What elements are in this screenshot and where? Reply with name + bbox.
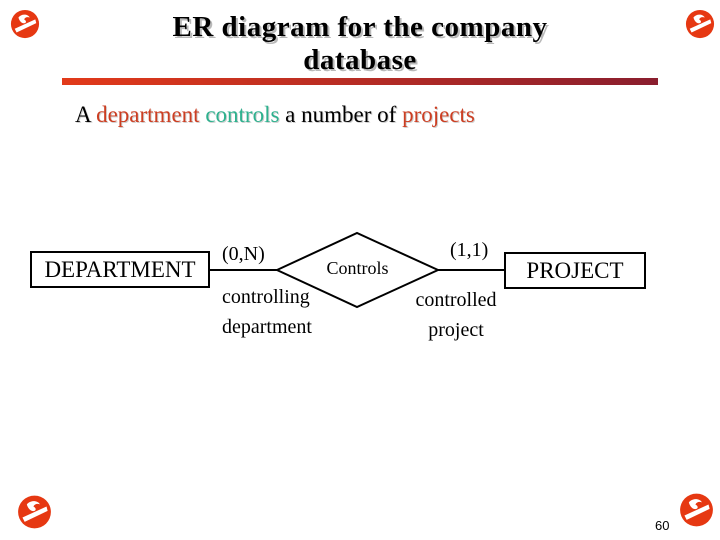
page-number: 60 — [655, 518, 670, 533]
relationship-line-left — [210, 269, 277, 271]
cardinality-left: (0,N) — [222, 243, 265, 265]
slide-title: ER diagram for the company database — [0, 11, 720, 77]
slide-title-line2: database — [303, 44, 417, 76]
entity-project-label: PROJECT — [526, 257, 624, 283]
griffin-logo-icon — [10, 9, 40, 39]
entity-project: PROJECT — [504, 252, 646, 289]
griffin-logo-icon — [679, 492, 714, 528]
griffin-logo-icon — [685, 9, 715, 39]
cardinality-right: (1,1) — [450, 239, 489, 261]
subtitle-text: a number of — [279, 102, 403, 127]
relationship-line-right — [438, 269, 504, 271]
entity-department: DEPARTMENT — [30, 251, 210, 288]
slide-subtitle: A department controls a number of projec… — [75, 102, 475, 128]
subtitle-text: A — [75, 102, 97, 127]
title-divider-rule — [62, 78, 658, 85]
role-label-controlled-project: controlled project — [415, 289, 497, 341]
slide-title-line1: ER diagram for the company — [172, 11, 548, 43]
subtitle-highlight-projects: projects — [402, 102, 475, 127]
subtitle-highlight-controls: controls — [205, 102, 280, 127]
entity-department-label: DEPARTMENT — [44, 256, 196, 282]
role-label-controlling-department: controlling department — [222, 286, 312, 338]
griffin-logo-icon — [17, 494, 52, 530]
subtitle-highlight-department: department — [96, 102, 200, 127]
relationship-label: Controls — [326, 258, 389, 278]
